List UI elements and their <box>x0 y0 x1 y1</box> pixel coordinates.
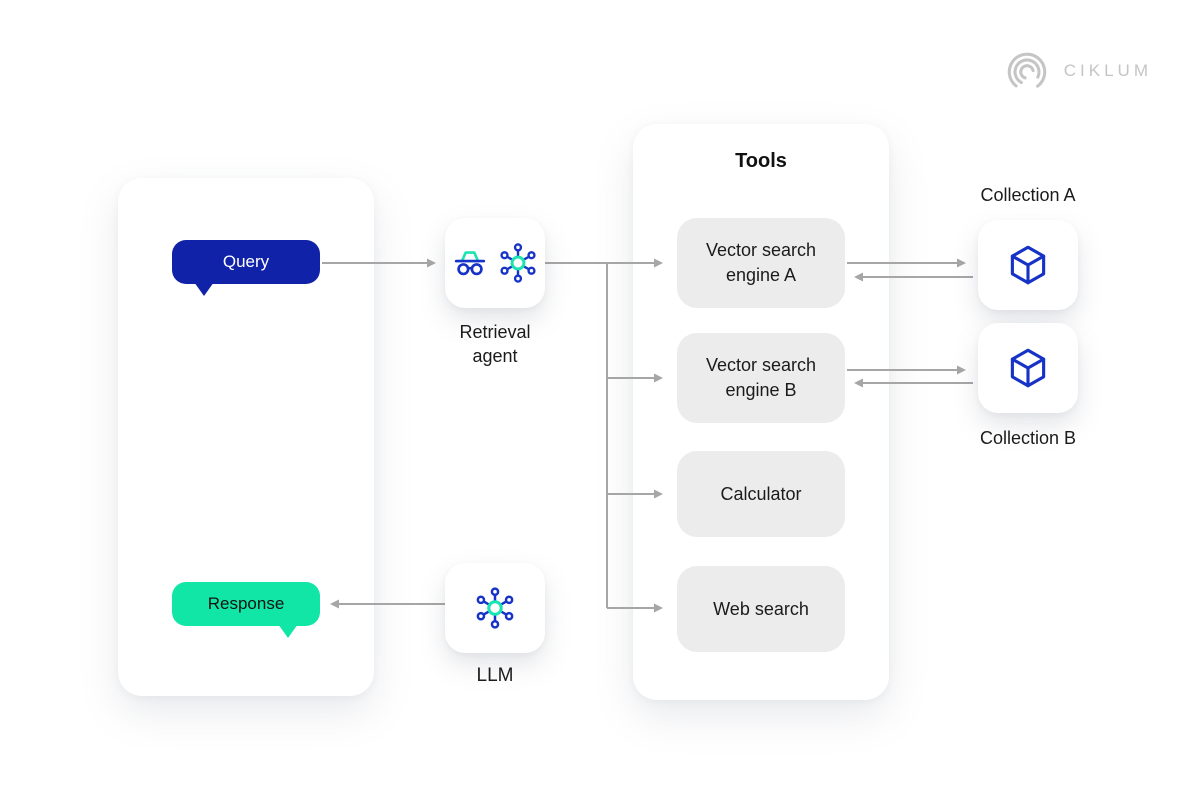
llm-label: LLM <box>476 665 514 686</box>
tool-vector-search-engine-a: Vector search engine A <box>677 218 845 308</box>
response-bubble-tail <box>278 624 298 638</box>
tool-label: Vector search engine B <box>705 355 817 400</box>
brand-logo: CIKLUM <box>1004 48 1152 94</box>
cube-icon <box>1010 348 1046 388</box>
tool-vector-search-engine-b: Vector search engine B <box>677 333 845 423</box>
tool-label: Calculator <box>720 483 802 504</box>
incognito-agent-icon <box>454 251 485 276</box>
collection-b-label: Collection B <box>979 428 1077 448</box>
response-bubble: Response <box>172 582 320 638</box>
query-label: Query <box>222 252 270 271</box>
tool-label: Web search <box>713 598 809 619</box>
llm-card <box>445 563 545 653</box>
brand-name: CIKLUM <box>1063 61 1152 80</box>
response-label: Response <box>207 594 285 613</box>
query-bubble-tail <box>194 282 214 296</box>
collection-b-card <box>978 323 1078 413</box>
retrieval-agent-card <box>445 218 545 308</box>
hub-network-icon <box>499 243 536 283</box>
cube-icon <box>1010 245 1046 285</box>
ciklum-arcs-logo-icon <box>1007 52 1047 92</box>
retrieval-agent-label: Retrieval agent <box>459 322 531 366</box>
tools-panel: Tools Vector search engine A Vector sear… <box>633 124 889 700</box>
hub-network-icon <box>476 587 514 629</box>
tool-label: Vector search engine A <box>705 240 817 285</box>
tool-web-search: Web search <box>677 566 845 652</box>
query-bubble: Query <box>172 240 320 296</box>
tool-calculator: Calculator <box>677 451 845 537</box>
tools-panel-title: Tools <box>735 150 787 172</box>
collection-a-card <box>978 220 1078 310</box>
collection-a-label: Collection A <box>980 185 1076 205</box>
